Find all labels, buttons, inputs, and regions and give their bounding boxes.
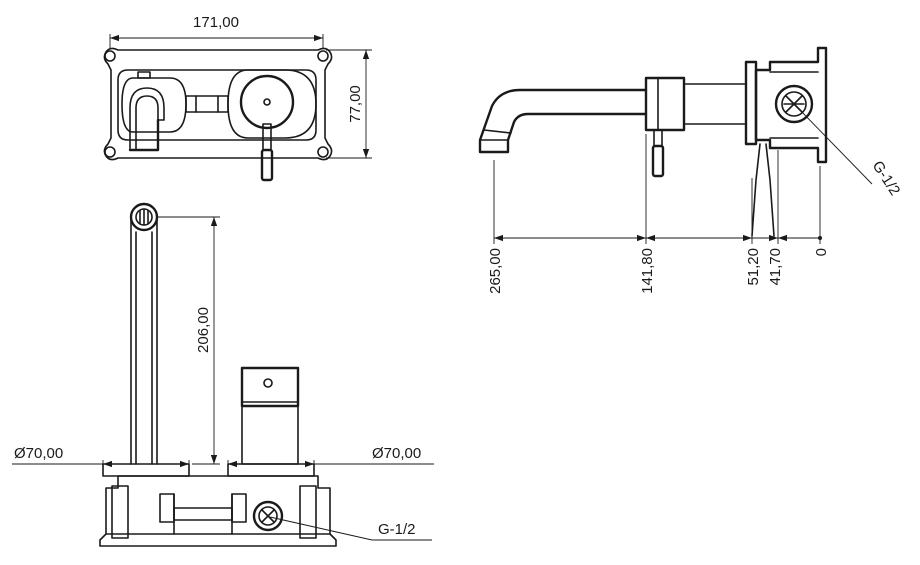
front-view-right-rosette (227, 463, 315, 477)
side-view-inlet-inner (781, 91, 807, 117)
front-view: 206,00 Ø70,00 Ø70,00 G-1/2 (12, 202, 434, 547)
side-view-rosette (744, 60, 758, 146)
side-view: 265,00 141,80 51,20 41,70 0 G-1/2 (478, 46, 904, 294)
side-view-lever-handle (651, 144, 665, 178)
top-view-inner-frame (117, 69, 317, 141)
top-view-screw-hole-bl (104, 146, 116, 158)
side-dim-51-label: 51,20 (745, 248, 762, 286)
top-width-label: 171,00 (193, 14, 239, 31)
side-view-tail (751, 143, 775, 237)
top-view-label-plate (137, 71, 151, 79)
side-view-wall-box (754, 46, 828, 164)
top-view: 171,00 77,00 (103, 14, 372, 182)
front-view-box-left-rib (111, 485, 129, 539)
side-view-valve-body (644, 76, 686, 132)
top-height-label: 77,00 (347, 85, 364, 123)
top-view-lever-handle (260, 148, 274, 182)
side-dim-origin-dot (818, 236, 822, 240)
side-view-valve-cartridge (683, 83, 747, 125)
top-view-valve-cap (239, 74, 295, 130)
side-view-spout-outline (478, 88, 648, 154)
front-view-wall-box (99, 475, 337, 547)
front-view-inlet-inner (258, 506, 278, 526)
front-view-box-right-rib (299, 485, 317, 539)
side-thread-leader (797, 107, 873, 185)
top-view-valve-housing (227, 69, 317, 139)
front-view-box-inner-right (231, 493, 247, 523)
side-view-inlet-outer (774, 84, 814, 124)
front-thread-label: G-1/2 (378, 521, 416, 538)
top-view-screw-hole-tl (104, 50, 116, 62)
top-view-screw-hole-br (317, 146, 329, 158)
side-thread-label: G-1/2 (869, 158, 904, 199)
front-view-inlet-outer (252, 500, 284, 532)
top-view-left-housing (121, 77, 187, 133)
side-dim-141-label: 141,80 (639, 248, 656, 294)
side-view-lever-stem (653, 129, 663, 147)
front-view-box-inner-left (159, 493, 175, 523)
top-view-screw-hole-tr (317, 50, 329, 62)
side-dim-0-label: 0 (813, 248, 830, 256)
top-view-spout (129, 87, 165, 151)
front-view-box-channel (173, 507, 233, 521)
top-view-valve-center (263, 98, 271, 106)
front-view-left-rosette (102, 463, 190, 477)
top-view-channel (185, 95, 229, 113)
side-dim-265-label: 265,00 (487, 248, 504, 294)
side-dim-41-label: 41,70 (767, 248, 784, 286)
front-thread-leader (269, 516, 373, 541)
front-view-valve-dot (263, 378, 273, 388)
right-diameter-label: Ø70,00 (372, 445, 421, 462)
top-view-spout-outlet (128, 118, 160, 152)
left-diameter-label: Ø70,00 (14, 445, 63, 462)
front-view-valve-body (241, 405, 299, 465)
spout-height-label: 206,00 (195, 307, 212, 353)
